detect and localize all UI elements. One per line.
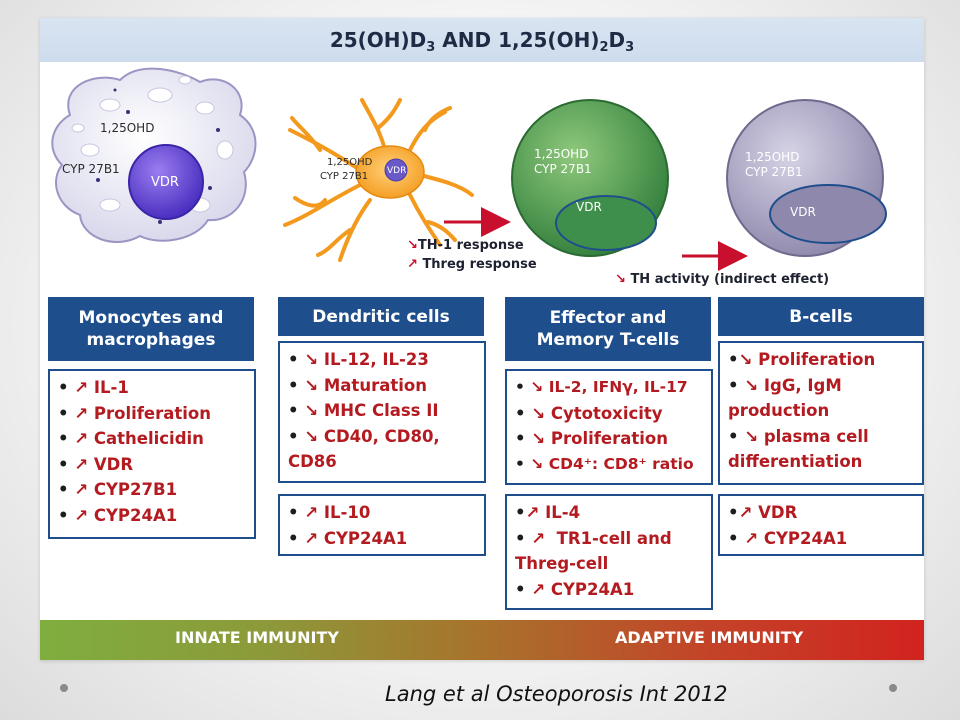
down-arrow-icon: ↘ — [531, 403, 546, 423]
list-item: Threg-cell — [515, 554, 609, 573]
list-item: • ↗ IL-10 — [288, 503, 371, 522]
monocyte-vdr-label: VDR — [151, 175, 179, 190]
list-item: • ↗ TR1-cell and — [515, 528, 672, 548]
header-b-cells: B-cells — [718, 297, 924, 336]
innate-immunity-label: INNATE IMMUNITY — [175, 628, 339, 647]
down-arrow-icon: ↘ — [304, 375, 319, 395]
list-item: • ↘ CD4⁺: CD8⁺ ratio — [515, 454, 694, 473]
up-arrow-icon: ↗ — [531, 579, 546, 599]
up-arrow-icon: ↗ — [744, 528, 759, 548]
dendritic-cell — [283, 98, 474, 262]
tcell-cyp-label: CYP 27B1 — [534, 162, 592, 176]
list-item: • ↘ MHC Class II — [288, 401, 439, 420]
down-arrow-icon: ↘ — [304, 426, 319, 446]
tcell-vdr-label: VDR — [576, 200, 602, 214]
bcell-cyp-label: CYP 27B1 — [745, 165, 803, 179]
down-arrow-icon: ↘ — [531, 429, 546, 448]
dendritic-125ohd-label: 1,25OHD — [327, 157, 373, 168]
header-dendritic-cells: Dendritic cells — [278, 297, 484, 336]
up-arrow-icon: ↗ — [407, 257, 418, 272]
down-arrow-icon: ↘ — [530, 378, 544, 396]
down-arrow-icon: ↘ — [304, 350, 319, 369]
bcell-vdr-label: VDR — [790, 205, 816, 219]
tcell-up-box: •↗ IL-4 • ↗ TR1-cell and Threg-cell • ↗ … — [505, 494, 713, 610]
down-arrow-icon: ↘ — [530, 454, 544, 473]
th1-response-label: ↘TH-1 response — [407, 238, 524, 253]
up-arrow-icon: ↗ — [304, 528, 319, 548]
list-item: • ↗ CYP27B1 — [58, 480, 178, 499]
monocyte-125ohd-label: 1,25OHD — [100, 121, 155, 135]
slide-dot-right — [889, 684, 897, 692]
list-item: •↗ IL-4 — [515, 503, 581, 522]
threg-response-label: ↗ Threg response — [407, 257, 537, 272]
bcell-effects-box: •↘ Proliferation • ↘ IgG, IgM production… — [718, 341, 924, 485]
list-item: •↗ VDR — [728, 503, 798, 522]
list-item: • ↗ CYP24A1 — [58, 505, 178, 525]
up-arrow-icon: ↗ — [525, 503, 540, 522]
slide-dot-left — [60, 684, 68, 692]
list-item: • ↘ Cytotoxicity — [515, 403, 663, 423]
list-item: •↘ Proliferation — [728, 350, 876, 369]
tcell-effects-box: • ↘ IL-2, IFNγ, IL-17 • ↘ Cytotoxicity •… — [505, 369, 713, 485]
title-band — [40, 18, 924, 62]
th-activity-label: ↘ TH activity (indirect effect) — [615, 272, 830, 287]
list-item: • ↘ Maturation — [288, 375, 427, 395]
down-arrow-icon: ↘ — [744, 426, 759, 446]
dendritic-vdr-label: VDR — [387, 166, 407, 176]
citation-caption: Lang et al Osteoporosis Int 2012 — [385, 682, 728, 706]
bcell-up-box: •↗ VDR • ↗ CYP24A1 — [718, 494, 924, 556]
down-arrow-icon: ↘ — [407, 238, 418, 253]
figure-title: 25(OH)D3 AND 1,25(OH)2D3 — [329, 28, 635, 55]
up-arrow-icon: ↗ — [531, 528, 546, 548]
t-cell — [511, 99, 669, 257]
list-item: • ↘ IL-12, IL-23 — [288, 350, 429, 369]
list-item: CD86 — [288, 452, 337, 471]
up-arrow-icon: ↗ — [74, 403, 89, 423]
bcell-125ohd-label: 1,25OHD — [745, 150, 800, 164]
b-cell — [726, 99, 887, 257]
adaptive-immunity-label: ADAPTIVE IMMUNITY — [615, 628, 804, 647]
dendritic-effects-box: • ↘ IL-12, IL-23 • ↘ Maturation • ↘ MHC … — [278, 341, 486, 483]
list-item: • ↘ IgG, IgM — [728, 375, 842, 395]
list-item: • ↗ CYP24A1 — [288, 528, 408, 548]
tcell-125ohd-label: 1,25OHD — [534, 147, 589, 161]
monocytes-effects-box: • ↗ IL-1 • ↗ Proliferation • ↗ Cathelici… — [48, 369, 256, 539]
down-arrow-icon: ↘ — [615, 272, 626, 287]
dendritic-nucleus — [384, 158, 408, 182]
up-arrow-icon: ↗ — [738, 503, 753, 522]
monocyte-cyp-label: CYP 27B1 — [62, 162, 120, 176]
down-arrow-icon: ↘ — [744, 375, 759, 395]
up-arrow-icon: ↗ — [304, 503, 319, 522]
list-item: • ↘ plasma cell — [728, 426, 869, 446]
up-arrow-icon: ↗ — [74, 505, 89, 525]
up-arrow-icon: ↗ — [74, 429, 89, 448]
list-item: • ↗ Proliferation — [58, 403, 212, 423]
up-arrow-icon: ↗ — [74, 454, 89, 474]
list-item: • ↗ IL-1 — [58, 378, 129, 397]
dendritic-cyp-label: CYP 27B1 — [320, 171, 369, 182]
down-arrow-icon: ↘ — [304, 401, 319, 420]
dendritic-up-box: • ↗ IL-10 • ↗ CYP24A1 — [278, 494, 486, 556]
list-item: • ↘ CD40, CD80, — [288, 426, 440, 446]
immunity-gradient-bar — [40, 620, 924, 660]
up-arrow-icon: ↗ — [74, 378, 89, 397]
list-item: differentiation — [728, 452, 863, 471]
list-item: • ↘ Proliferation — [515, 429, 669, 448]
list-item: • ↗ VDR — [58, 454, 134, 474]
list-item: • ↗ CYP24A1 — [728, 528, 848, 548]
list-item: production — [728, 401, 830, 420]
list-item: • ↗ Cathelicidin — [58, 429, 204, 448]
down-arrow-icon: ↘ — [738, 350, 753, 369]
list-item: • ↗ CYP24A1 — [515, 579, 635, 599]
list-item: • ↘ IL-2, IFNγ, IL-17 — [515, 378, 688, 396]
up-arrow-icon: ↗ — [74, 480, 89, 499]
monocyte-cell — [51, 67, 257, 243]
